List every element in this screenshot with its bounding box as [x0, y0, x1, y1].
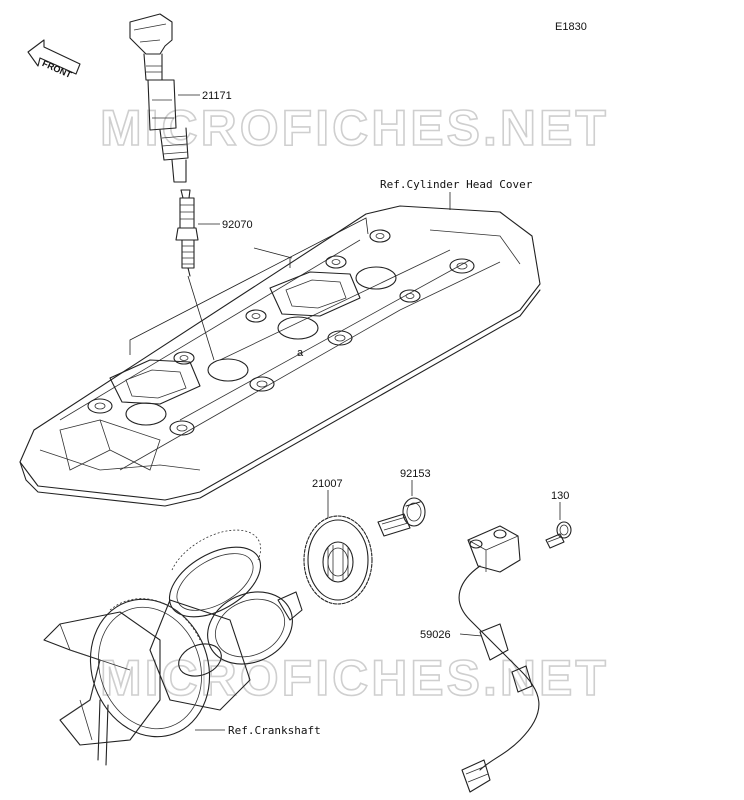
label-timing-rotor: 21007	[312, 478, 343, 490]
label-crankshaft: Ref.Crankshaft	[228, 724, 321, 737]
sensor-bolt	[545, 521, 572, 549]
crankshaft	[43, 529, 303, 766]
cover-bolt-bosses	[87, 229, 475, 436]
spark-plug	[175, 189, 199, 277]
front-arrow-icon: FRONT	[27, 39, 81, 80]
front-label: FRONT	[41, 58, 74, 80]
label-sensor-bolt: 130	[551, 490, 569, 502]
label-crankshaft-sensor: 59026	[420, 629, 451, 641]
label-ignition-coil: 21171	[202, 90, 232, 102]
timing-rotor	[303, 515, 373, 605]
crankshaft-sensor	[458, 525, 540, 793]
label-spark-plug: 92070	[222, 219, 253, 231]
watermark-top: MICROFICHES.NET	[100, 100, 609, 156]
diagram-code: E1830	[555, 21, 587, 33]
label-dot-a: a	[297, 347, 304, 359]
label-rotor-bolt: 92153	[400, 468, 431, 480]
ignition-coil	[129, 13, 189, 183]
label-cylinder-head-cover: Ref.Cylinder Head Cover	[380, 178, 533, 191]
rotor-bolt	[377, 497, 426, 537]
watermark-bottom: MICROFICHES.NET	[100, 650, 609, 706]
cylinder-head-cover	[19, 205, 541, 507]
